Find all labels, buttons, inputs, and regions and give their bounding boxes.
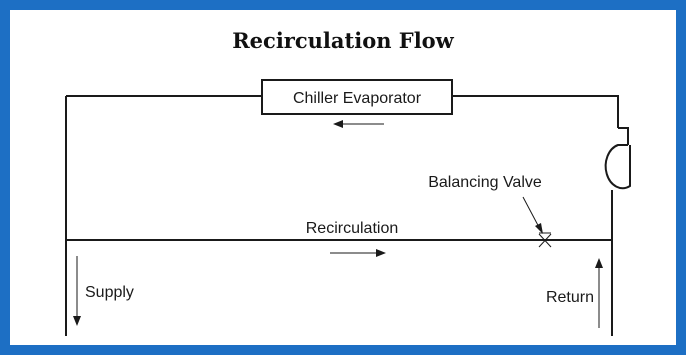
recirculation-flow-arrow [330,249,386,257]
pump-icon [604,127,631,190]
balancing-valve-label: Balancing Valve [428,174,542,191]
supply-label: Supply [85,284,134,301]
diagram-title: Recirculation Flow [232,28,454,53]
recirculation-label: Recirculation [306,220,398,237]
chiller-evaporator-box [261,79,453,115]
chiller-flow-arrow [333,120,384,128]
top-right-pipe [452,95,619,128]
supply-flow-arrow [73,256,81,326]
balancing-valve-icon [522,196,552,248]
return-flow-arrow [595,258,603,328]
return-label: Return [546,289,594,306]
chiller-evaporator-label: Chiller Evaporator [293,90,422,107]
